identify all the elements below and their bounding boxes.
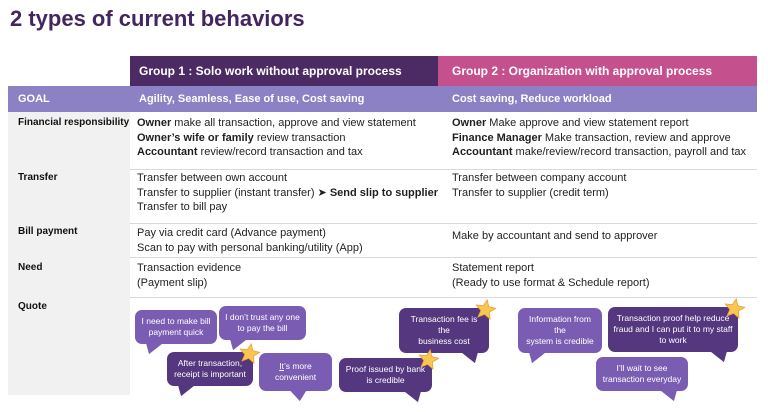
row-label-need: Need <box>18 262 43 273</box>
quote-bubble-receipt-important: After transaction,receipt is important <box>167 342 261 397</box>
row-divider <box>130 169 757 170</box>
row-label-financial-responsibility: Financial responsibility <box>18 117 130 128</box>
cell-bill-payment-group2: Make by accountant and send to approver <box>452 230 658 242</box>
cell-bill-payment-group1: Pay via credit card (Advance payment)Sca… <box>137 227 363 254</box>
bubble-tail <box>178 385 195 397</box>
row-divider <box>130 297 757 298</box>
goal-group2-value: Cost saving, Reduce workload <box>452 93 612 105</box>
row-label-transfer: Transfer <box>18 172 58 183</box>
cell-need-group2: Statement report(Ready to use format & S… <box>452 262 650 289</box>
bubble-tail <box>146 343 163 355</box>
row-label-bill-payment: Bill payment <box>18 226 78 237</box>
group2-header: Group 2 : Organization with approval pro… <box>438 56 757 86</box>
goal-label: GOAL <box>18 93 50 105</box>
star-icon <box>724 297 746 320</box>
bubble-tail <box>660 390 677 402</box>
row-divider <box>130 223 757 224</box>
bubble-tail <box>529 352 546 364</box>
star-icon <box>418 348 440 371</box>
bubble-tail <box>461 352 478 364</box>
goal-row: GOAL Agility, Seamless, Ease of use, Cos… <box>8 86 757 112</box>
page-title: 2 types of current behaviors <box>10 6 305 31</box>
cell-financial-group1: Owner make all transaction, approve and … <box>137 117 416 158</box>
cell-need-group1: Transaction evidence(Payment slip) <box>137 262 242 289</box>
star-icon <box>475 298 497 321</box>
group1-header: Group 1 : Solo work without approval pro… <box>130 56 438 86</box>
quote-text: After transaction,receipt is important <box>174 358 246 380</box>
bubble-tail <box>289 390 307 402</box>
cell-financial-group2: Owner Make approve and view statement re… <box>452 117 747 158</box>
bubble-tail <box>710 351 727 363</box>
row-label-column <box>8 112 130 395</box>
goal-group1-value: Agility, Seamless, Ease of use, Cost sav… <box>139 93 365 105</box>
bubble-tail <box>230 339 247 351</box>
row-label-quote: Quote <box>18 301 47 312</box>
row-divider <box>130 257 757 258</box>
bubble-tail <box>404 391 421 403</box>
star-icon <box>239 342 261 365</box>
